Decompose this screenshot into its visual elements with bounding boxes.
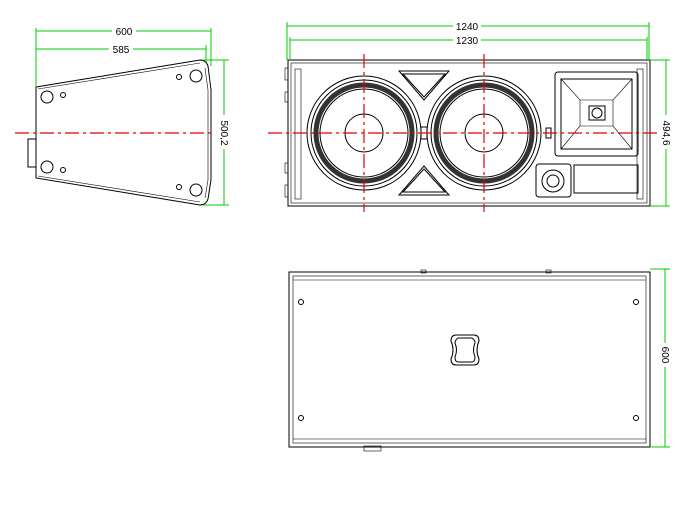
front-view: 1240 1230 494,6 (268, 20, 672, 212)
dimension-label: 1230 (456, 36, 479, 47)
dimension-1240: 1240 (286, 20, 650, 60)
dimension-600-depth: 600 (650, 268, 671, 448)
input-panel (573, 164, 639, 194)
side-view: 600 585 500,2 (15, 25, 230, 206)
dimension-585: 585 (36, 43, 207, 62)
dimension-label: 600 (659, 347, 670, 364)
dimension-label: 600 (116, 27, 133, 38)
bottom-view: 600 (288, 268, 671, 452)
dimension-label: 1240 (456, 22, 479, 33)
bottom-handle (450, 334, 480, 366)
dimension-500-2: 500,2 (203, 59, 230, 206)
dimension-label: 494,6 (660, 120, 671, 145)
port-top (397, 70, 451, 101)
dimension-1230: 1230 (289, 34, 648, 60)
foot-hole (40, 90, 54, 104)
port-bottom (397, 165, 451, 196)
side-handle (27, 138, 37, 168)
foot-hole (189, 69, 203, 83)
dimension-label: 585 (113, 45, 130, 56)
foot-hole (40, 160, 54, 174)
foot-hole (189, 183, 203, 197)
tweeter (535, 163, 572, 198)
dimension-600: 600 (35, 25, 212, 87)
dimension-label: 500,2 (218, 120, 229, 145)
bottom-tab (363, 445, 382, 452)
horn (554, 71, 639, 157)
dimension-494-6: 494,6 (650, 59, 672, 207)
